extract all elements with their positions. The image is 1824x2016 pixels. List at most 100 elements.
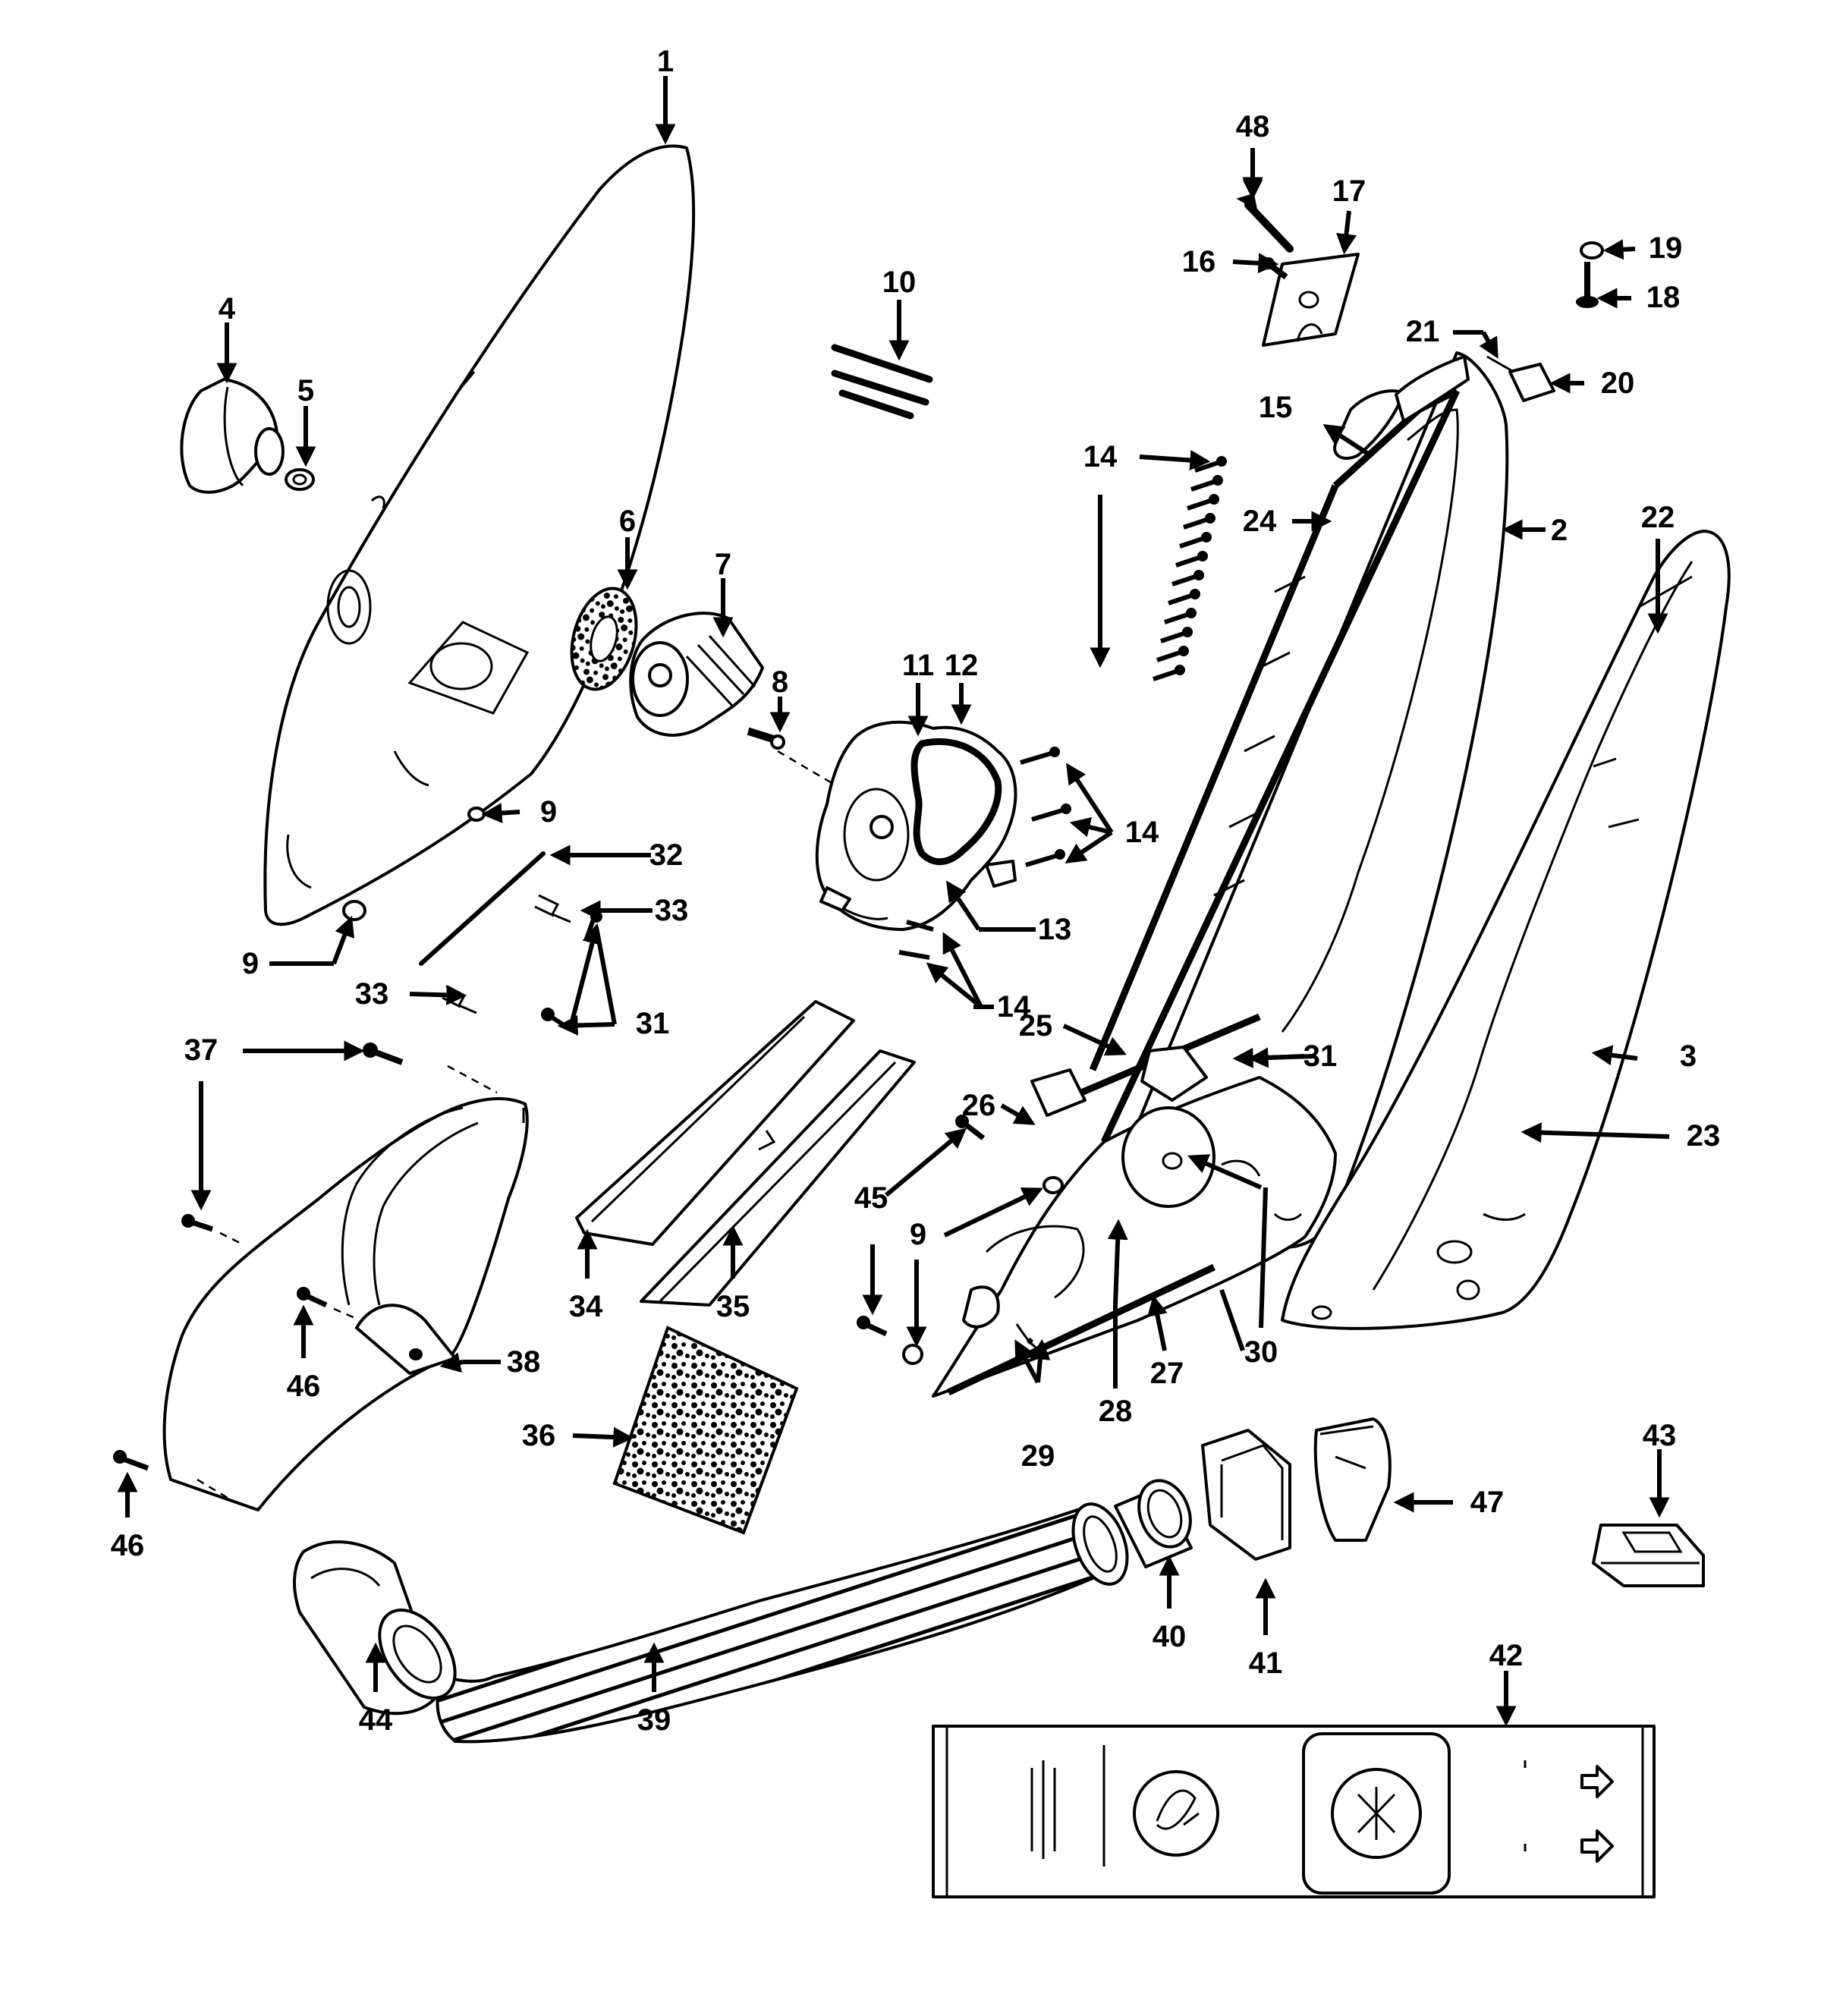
motor-part-7 (629, 612, 764, 737)
knob-part (180, 378, 285, 494)
callout-45: 45 (854, 1181, 888, 1215)
callout-5: 5 (297, 374, 314, 407)
end-cap-part-47 (1313, 1417, 1392, 1542)
assembly-lines (197, 1065, 498, 1504)
clip-part-33a (534, 894, 571, 923)
sponge-filter-part-36 (612, 1326, 799, 1535)
callout-33b: 33 (355, 977, 389, 1011)
plug-part-9c (1043, 1176, 1064, 1194)
callout-9a: 9 (540, 795, 557, 829)
adapter-part-41 (1201, 1429, 1291, 1561)
nut-part-19 (1580, 241, 1604, 259)
callout-26: 26 (962, 1089, 996, 1122)
screw-part-8 (747, 727, 785, 750)
filter-frame-part-34 (575, 1000, 855, 1246)
callout-labels: 1 2 3 4 5 6 7 8 9 9 9 10 11 12 13 14 14 … (111, 45, 1721, 1737)
callout-42: 42 (1489, 1639, 1524, 1672)
hose-part-39 (436, 1502, 1129, 1744)
callout-32: 32 (649, 838, 684, 872)
callout-4: 4 (219, 292, 236, 326)
screws-part-14-right (898, 747, 1071, 960)
callout-34: 34 (569, 1290, 603, 1323)
callout-30: 30 (1244, 1335, 1278, 1369)
callout-43: 43 (1643, 1419, 1677, 1452)
handle-frame-part-2 (1089, 351, 1509, 1249)
lever-part-15 (1333, 389, 1405, 460)
screw-part-37 (363, 1043, 404, 1065)
callout-47: 47 (1470, 1486, 1505, 1519)
callout-16: 16 (1182, 245, 1216, 278)
callout-33a: 33 (655, 894, 689, 927)
callout-9c: 9 (910, 1218, 926, 1251)
callout-10: 10 (882, 266, 917, 299)
callout-19: 19 (1649, 231, 1683, 265)
screw-part-46c (113, 1450, 149, 1471)
callout-13: 13 (1038, 913, 1072, 946)
callout-21: 21 (1406, 315, 1440, 348)
callout-31a: 31 (636, 1007, 670, 1040)
front-shell-part (263, 144, 696, 926)
callout-39: 39 (637, 1703, 671, 1737)
connector-part-40 (1114, 1479, 1193, 1568)
back-cover-part-3 (1281, 530, 1731, 1330)
callout-40: 40 (1153, 1620, 1187, 1653)
callout-3: 3 (1680, 1039, 1697, 1073)
callout-1: 1 (657, 45, 674, 78)
callout-9b: 9 (242, 947, 259, 980)
fan-housing-part (815, 720, 1017, 931)
callout-14a: 14 (1083, 440, 1118, 473)
leader-lines (117, 76, 1670, 1727)
nozzle-part-44 (293, 1540, 457, 1716)
screw-part-48 (1236, 193, 1294, 253)
callout-31b: 31 (1304, 1039, 1338, 1073)
callout-15: 15 (1259, 391, 1293, 424)
callout-11: 11 (902, 649, 934, 682)
callout-38: 38 (507, 1345, 541, 1379)
callout-14c: 14 (997, 990, 1031, 1024)
callout-44: 44 (359, 1703, 393, 1737)
dust-bag-part-42 (932, 1725, 1656, 1898)
washer-part-5 (285, 468, 315, 491)
screw-part-46a (181, 1214, 214, 1232)
plug-part-9b (342, 900, 366, 921)
callout-27: 27 (1150, 1357, 1184, 1390)
screw-part-45b (857, 1316, 888, 1337)
bracket-part-17 (1262, 253, 1360, 347)
callout-6: 6 (619, 505, 636, 538)
callout-17: 17 (1332, 175, 1366, 208)
callout-46b: 46 (111, 1529, 145, 1562)
callout-23: 23 (1687, 1119, 1721, 1153)
lower-body-part (932, 1013, 1337, 1398)
callout-18: 18 (1646, 281, 1681, 314)
rods-part-10 (831, 344, 933, 420)
callout-41: 41 (1249, 1646, 1283, 1680)
rod-part-32 (419, 851, 546, 966)
filter-part-35 (640, 1049, 916, 1307)
callout-22: 22 (1641, 501, 1675, 534)
clip-part-33b (442, 985, 477, 1014)
callout-24: 24 (1243, 505, 1277, 538)
callout-2: 2 (1551, 514, 1568, 547)
callout-46a: 46 (287, 1370, 321, 1403)
bolt-part-18 (1576, 262, 1599, 308)
callout-29: 29 (1021, 1439, 1055, 1473)
callout-37: 37 (184, 1033, 219, 1067)
callout-7: 7 (715, 548, 731, 581)
screw-part-46b (297, 1287, 328, 1308)
switch-plate-part-43 (1592, 1524, 1705, 1587)
callout-8: 8 (772, 665, 788, 699)
screw-column-part-14 (1153, 456, 1227, 681)
callout-36: 36 (522, 1419, 556, 1452)
callout-12: 12 (945, 649, 979, 682)
screw-part-45 (955, 1115, 986, 1140)
callout-28: 28 (1099, 1395, 1133, 1428)
callout-48: 48 (1236, 110, 1270, 143)
callout-25: 25 (1019, 1009, 1053, 1043)
nozzle-housing-part-38 (162, 1097, 529, 1511)
callout-20: 20 (1601, 366, 1635, 400)
plug-part-9a (467, 807, 486, 822)
screws-part-31 (541, 911, 602, 1028)
callout-14b: 14 (1125, 816, 1159, 849)
plug-part-9d (902, 1344, 923, 1365)
